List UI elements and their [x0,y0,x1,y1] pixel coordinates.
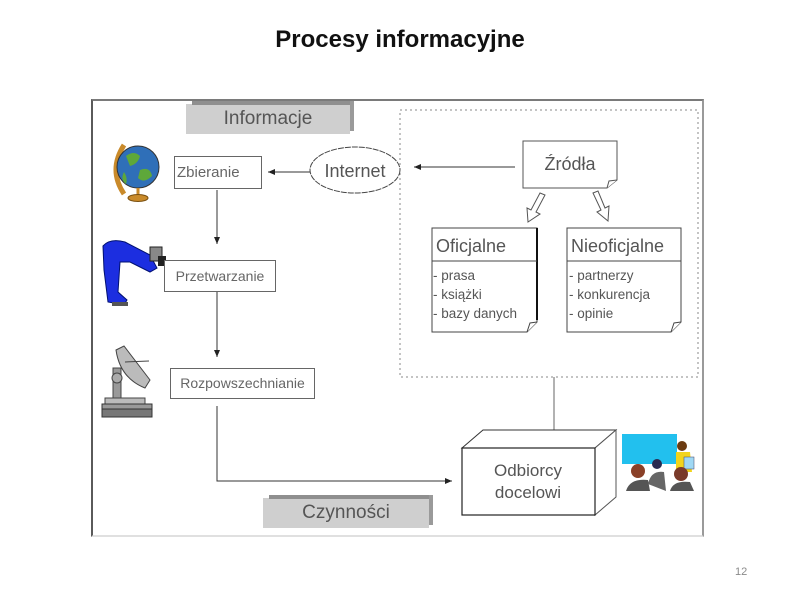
nieoficjalne-item: - opinie [569,306,613,321]
nieoficjalne-title: Nieoficjalne [571,236,664,256]
globe-icon [113,143,160,202]
process-step-label: Zbieranie [177,164,240,181]
process-step-label: Przetwarzanie [175,268,265,284]
hollow-arrow-to-nieoficjalne [592,190,610,223]
process-step-rozpowszechnianie: Rozpowszechnianie [170,368,315,399]
process-step-zbieranie: Zbieranie [174,156,262,189]
oficjalne-item: - prasa [433,268,476,283]
oficjalne-node: Oficjalne - prasa - książki - bazy danyc… [431,227,538,333]
section-label-czynnosci: Czynności [263,495,433,528]
satellite-dish-icon [101,345,153,418]
process-step-label: Rozpowszechnianie [180,375,305,391]
slide-title: Procesy informacyjne [275,26,525,53]
internet-label: Internet [324,161,385,181]
zrodla-node: Źródła [522,140,618,189]
oficjalne-item: - bazy danych [433,306,517,321]
odbiorcy-line2: docelowi [495,483,561,502]
section-label-informacje: Informacje [186,101,354,134]
nieoficjalne-node: Nieoficjalne - partnerzy - konkurencja -… [566,227,682,333]
zrodla-label: Źródła [544,154,596,174]
arrow-rozpowszechnianie-to-odbiorcy [216,406,452,484]
odbiorcy-line1: Odbiorcy [494,461,563,480]
audience-presentation-icon [622,434,695,491]
nieoficjalne-item: - konkurencja [569,287,651,302]
diagram-frame [91,99,704,537]
section-label-informacje-text: Informacje [223,108,313,129]
odbiorcy-node: Odbiorcy docelowi [460,428,618,517]
sources-region [399,109,699,378]
page-number: 12 [735,566,748,578]
oficjalne-title: Oficjalne [436,236,506,256]
nieoficjalne-item: - partnerzy [569,268,634,283]
process-step-przetwarzanie: Przetwarzanie [164,260,276,292]
section-label-czynnosci-text: Czynności [302,502,390,523]
photographer-icon [102,240,166,306]
hollow-arrow-to-oficjalne [526,192,546,223]
oficjalne-item: - książki [433,287,482,302]
internet-node [309,146,401,194]
